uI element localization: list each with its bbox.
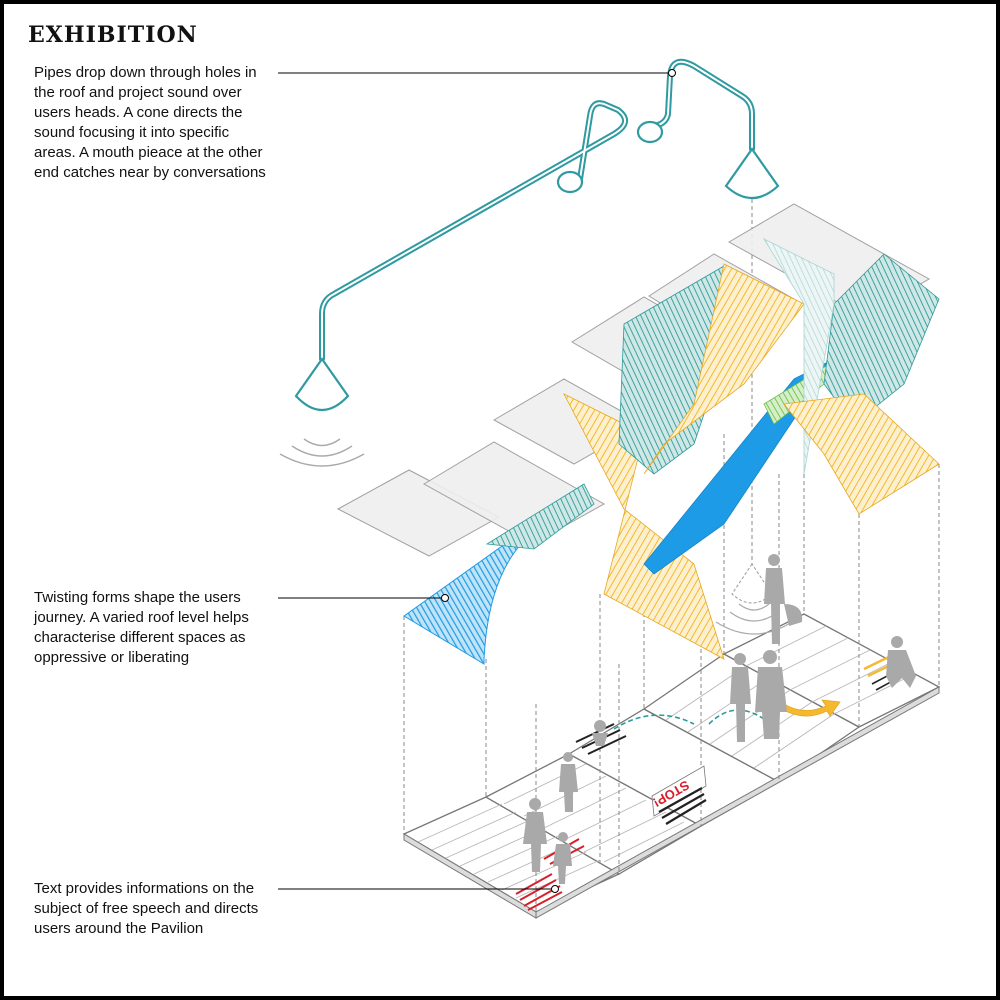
twisting-forms: [403, 238, 940, 665]
pavilion-axonometric-diagram: STOP!: [278, 58, 941, 919]
direction-arrow-icon: [781, 699, 841, 717]
page-title: EXHIBITION: [28, 22, 198, 48]
people-silhouettes: [523, 554, 916, 884]
person-figure: [592, 720, 608, 746]
leader-dot-pipes: [668, 69, 676, 77]
sound-pipe-left: [319, 100, 628, 362]
person-figure: [764, 554, 803, 644]
sound-pipe-right: [651, 58, 755, 152]
person-figure: [553, 832, 572, 884]
person-figure: [886, 636, 916, 688]
teal-twisting-form-left: [485, 483, 595, 550]
speaker-cone-right: [724, 147, 780, 199]
leader-lines: [278, 69, 676, 893]
speaker-cone-left: [294, 357, 350, 411]
person-figure: [755, 650, 787, 739]
leader-dot-text: [551, 885, 559, 893]
teal-twisting-form-right: [823, 253, 940, 425]
platform-edges: [403, 686, 940, 919]
annotation-twisting-forms: Twisting forms shape the users journey. …: [34, 589, 249, 666]
sound-pipes: [319, 58, 755, 362]
mouthpiece-right: [636, 120, 664, 144]
annotation-pipes: Pipes drop down through holes in the roo…: [34, 64, 266, 181]
floor-green-arc: [613, 709, 765, 730]
annotation-floor-text: Text provides informations on the subjec…: [34, 880, 259, 937]
speaker-cones: [294, 120, 780, 411]
person-figure: [730, 653, 751, 742]
teal-light-twisting-form-right: [762, 238, 835, 475]
yellow-twisting-form-right: [783, 393, 940, 515]
mouthpiece-left: [556, 170, 584, 194]
sound-wave-icon: [279, 438, 365, 467]
leader-dot-forms: [441, 594, 449, 602]
person-figure: [523, 798, 547, 872]
floor-red-text-block: [515, 838, 585, 911]
person-figure: [559, 752, 578, 812]
